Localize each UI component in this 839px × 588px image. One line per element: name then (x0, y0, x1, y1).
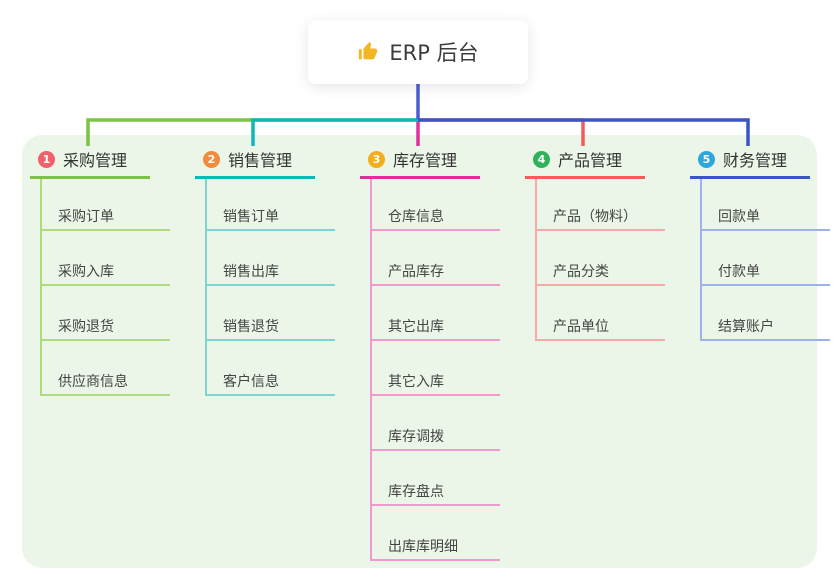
branch-node[interactable]: 1 采购管理 (38, 146, 127, 172)
child-node[interactable]: 采购退货 (40, 313, 170, 341)
branch-underline (30, 176, 150, 179)
branch-badge-icon: 2 (203, 150, 220, 168)
child-node[interactable]: 库存调拨 (370, 423, 500, 451)
child-label: 结算账户 (718, 319, 774, 335)
branch-node[interactable]: 5 财务管理 (698, 146, 787, 172)
branch-node[interactable]: 3 库存管理 (368, 146, 457, 172)
branch-underline (360, 176, 480, 179)
branch-label: 财务管理 (723, 151, 788, 170)
root-node[interactable]: ERP 后台 (308, 20, 528, 84)
child-node[interactable]: 销售出库 (205, 258, 335, 286)
child-node[interactable]: 销售订单 (205, 203, 335, 231)
child-label: 其它入库 (388, 374, 444, 390)
branch-node[interactable]: 2 销售管理 (203, 146, 292, 172)
child-node[interactable]: 产品（物料） (535, 203, 665, 231)
branch-badge-icon: 4 (533, 150, 550, 168)
child-label: 产品（物料） (553, 209, 637, 225)
child-node[interactable]: 其它入库 (370, 368, 500, 396)
branch-underline (525, 176, 645, 179)
child-node[interactable]: 产品分类 (535, 258, 665, 286)
branch-badge-icon: 3 (368, 150, 385, 168)
branch-trunk-line (370, 179, 372, 561)
branch-underline (195, 176, 315, 179)
child-label: 产品单位 (553, 319, 609, 335)
child-node[interactable]: 回款单 (700, 203, 830, 231)
child-label: 产品分类 (553, 264, 609, 280)
thumbs-up-icon (357, 41, 379, 63)
child-label: 采购订单 (58, 209, 114, 225)
child-label: 库存调拨 (388, 429, 444, 445)
child-label: 销售订单 (223, 209, 279, 225)
child-label: 供应商信息 (58, 374, 128, 390)
branch-label: 销售管理 (228, 151, 293, 170)
child-label: 库存盘点 (388, 484, 444, 500)
branch-trunk-line (535, 179, 537, 341)
child-label: 客户信息 (223, 374, 279, 390)
child-label: 采购入库 (58, 264, 114, 280)
child-node[interactable]: 付款单 (700, 258, 830, 286)
child-label: 回款单 (718, 209, 760, 225)
branch-trunk-line (40, 179, 42, 396)
child-node[interactable]: 仓库信息 (370, 203, 500, 231)
branch-underline (690, 176, 810, 179)
child-label: 出库库明细 (388, 539, 458, 555)
root-title: ERP 后台 (389, 41, 479, 65)
child-label: 其它出库 (388, 319, 444, 335)
branch-badge-icon: 5 (698, 150, 715, 168)
child-label: 产品库存 (388, 264, 444, 280)
child-label: 销售退货 (223, 319, 279, 335)
child-node[interactable]: 供应商信息 (40, 368, 170, 396)
child-node[interactable]: 产品单位 (535, 313, 665, 341)
branch-label: 产品管理 (558, 151, 623, 170)
branch-label: 库存管理 (393, 151, 458, 170)
child-node[interactable]: 出库库明细 (370, 533, 500, 561)
child-node[interactable]: 采购入库 (40, 258, 170, 286)
canvas-panel (22, 135, 817, 568)
branch-label: 采购管理 (63, 151, 128, 170)
child-node[interactable]: 其它出库 (370, 313, 500, 341)
child-label: 付款单 (718, 264, 760, 280)
child-label: 销售出库 (223, 264, 279, 280)
branch-trunk-line (205, 179, 207, 396)
child-node[interactable]: 产品库存 (370, 258, 500, 286)
child-node[interactable]: 采购订单 (40, 203, 170, 231)
child-label: 仓库信息 (388, 209, 444, 225)
child-node[interactable]: 客户信息 (205, 368, 335, 396)
child-node[interactable]: 销售退货 (205, 313, 335, 341)
child-node[interactable]: 库存盘点 (370, 478, 500, 506)
child-label: 采购退货 (58, 319, 114, 335)
branch-node[interactable]: 4 产品管理 (533, 146, 622, 172)
child-node[interactable]: 结算账户 (700, 313, 830, 341)
branch-badge-icon: 1 (38, 150, 55, 168)
branch-trunk-line (700, 179, 702, 341)
